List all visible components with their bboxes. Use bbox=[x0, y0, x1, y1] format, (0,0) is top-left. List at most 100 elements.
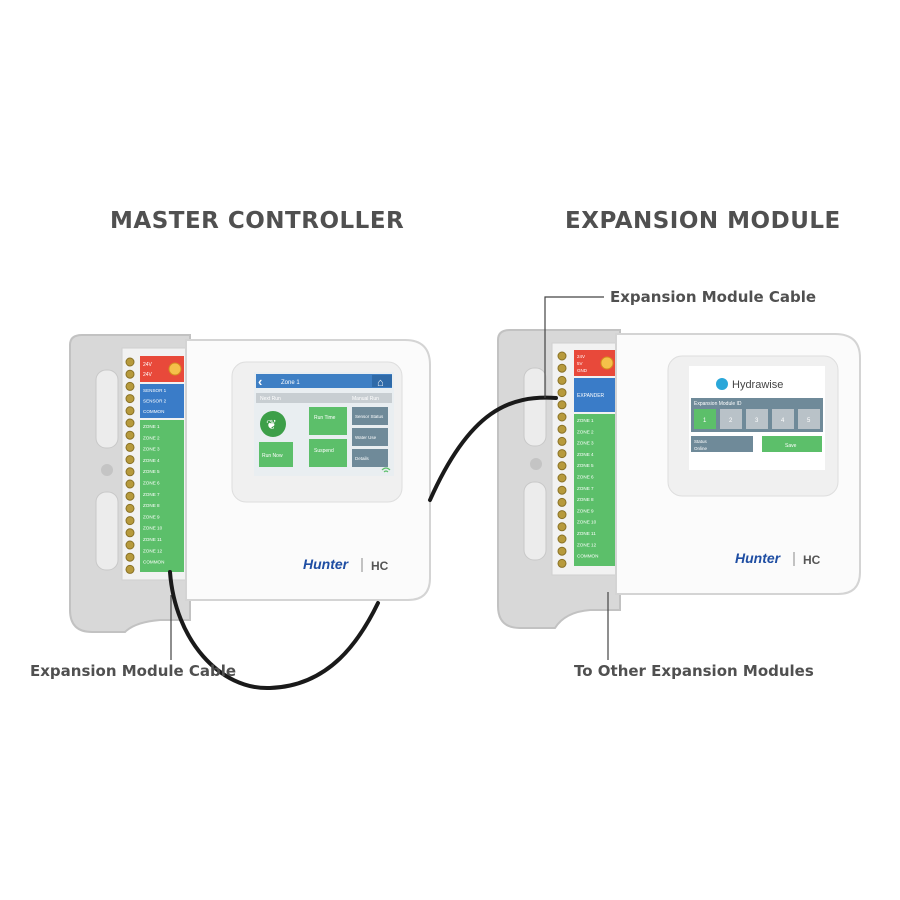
terminal-label: ZONE 11 bbox=[577, 531, 596, 536]
terminal-screw bbox=[557, 473, 567, 483]
terminal-label: ZONE 10 bbox=[577, 520, 597, 525]
expansion-id-cell[interactable] bbox=[746, 409, 768, 429]
terminal-screw bbox=[557, 510, 567, 520]
master-terminal-blue bbox=[140, 384, 184, 418]
terminal-label: ZONE 9 bbox=[577, 508, 594, 513]
master-controller-heading: MASTER CONTROLLER bbox=[110, 208, 405, 234]
terminal-screw bbox=[125, 455, 135, 465]
terminal-screw bbox=[125, 564, 135, 574]
terminal-label: ZONE 7 bbox=[143, 492, 160, 497]
master-screen-home-icon[interactable]: ⌂ bbox=[377, 377, 384, 389]
expansion-screen-row-label: Expansion Module ID bbox=[694, 401, 742, 407]
terminal-label: ZONE 12 bbox=[577, 542, 597, 547]
master-screen-wifi-icon bbox=[381, 467, 391, 473]
master-housing-slot-bottom bbox=[95, 491, 119, 571]
master-housing-slot-top bbox=[95, 369, 119, 449]
expansion-status-label: Status bbox=[694, 439, 708, 444]
expansion-save-button[interactable] bbox=[762, 436, 822, 452]
expansion-id-cell[interactable] bbox=[694, 409, 716, 429]
master-top-label-2: 24V bbox=[143, 372, 153, 378]
master-screen-details-label: Details bbox=[355, 456, 370, 461]
terminal-screw bbox=[125, 357, 135, 367]
expansion-housing-slot-top bbox=[523, 367, 547, 447]
terminal-screw bbox=[125, 516, 135, 526]
terminal-label: COMMON bbox=[143, 409, 164, 414]
master-screen-run-time-label: Run Time bbox=[314, 415, 336, 421]
master-screen-leaf-button[interactable] bbox=[260, 411, 286, 437]
terminal-label: SENSOR 2 bbox=[143, 399, 167, 404]
terminal-screw bbox=[557, 558, 567, 568]
master-expansion-cable bbox=[168, 570, 380, 691]
master-screen-run-now-button[interactable] bbox=[259, 442, 293, 467]
expansion-id-cell-label: 2 bbox=[729, 418, 733, 424]
terminal-label: ZONE 4 bbox=[577, 452, 594, 457]
master-housing-screw bbox=[101, 464, 113, 476]
terminal-label: ZONE 6 bbox=[577, 475, 594, 480]
hydrawise-drop-icon bbox=[716, 378, 728, 390]
terminal-label: ZONE 11 bbox=[143, 537, 162, 542]
master-screen-run-time-button[interactable] bbox=[309, 407, 347, 435]
terminal-screw bbox=[557, 497, 567, 507]
expansion-housing-slot-bottom bbox=[523, 481, 547, 561]
terminal-screw bbox=[125, 503, 135, 513]
master-screen-row bbox=[256, 393, 392, 403]
terminal-screw bbox=[557, 534, 567, 544]
terminal-label: ZONE 5 bbox=[577, 463, 594, 468]
terminal-label: SENSOR 1 bbox=[143, 388, 167, 393]
master-top-label-1: 24V bbox=[143, 362, 153, 368]
terminal-label: ZONE 5 bbox=[143, 469, 160, 474]
expansion-terminal-screws bbox=[557, 351, 567, 568]
expansion-id-cell[interactable] bbox=[798, 409, 820, 429]
expansion-top-label-2: 5V bbox=[577, 361, 583, 366]
callout-expansion-cable-bottom: Expansion Module Cable bbox=[30, 662, 237, 680]
master-terminal-screws bbox=[125, 357, 135, 574]
expansion-terminal-blue bbox=[574, 378, 618, 412]
master-screen-water-label: Water Use bbox=[355, 435, 377, 440]
master-terminal-green bbox=[140, 420, 184, 572]
expansion-module-heading: EXPANSION MODULE bbox=[565, 208, 841, 234]
master-screen-sensor-label: Sensor Status bbox=[355, 414, 384, 419]
terminal-screw bbox=[125, 430, 135, 440]
expansion-id-cell-label: 4 bbox=[781, 418, 785, 424]
terminal-screw bbox=[125, 418, 135, 428]
terminal-screw bbox=[557, 388, 567, 398]
expansion-status-box bbox=[691, 436, 753, 452]
master-screen-back-icon[interactable]: ‹ bbox=[258, 374, 262, 389]
expansion-id-cell[interactable] bbox=[720, 409, 742, 429]
expansion-housing-screw bbox=[530, 458, 542, 470]
master-screen-sensor-button[interactable] bbox=[352, 407, 388, 425]
terminal-screw bbox=[557, 412, 567, 422]
terminal-label: ZONE 8 bbox=[577, 497, 594, 502]
callout-line-top bbox=[544, 296, 604, 398]
terminal-label: ZONE 7 bbox=[577, 486, 594, 491]
terminal-label: ZONE 12 bbox=[143, 548, 163, 553]
terminal-screw bbox=[557, 449, 567, 459]
master-screen-row-left: Next Run bbox=[260, 396, 281, 402]
callout-expansion-cable-top: Expansion Module Cable bbox=[610, 288, 817, 306]
terminal-screw bbox=[125, 406, 135, 416]
master-screen-suspend-button[interactable] bbox=[309, 439, 347, 467]
expansion-id-cell[interactable] bbox=[772, 409, 794, 429]
callout-other-modules: To Other Expansion Modules bbox=[574, 662, 814, 680]
expansion-status-value: Online bbox=[694, 446, 708, 451]
terminal-label: ZONE 4 bbox=[143, 458, 160, 463]
master-brand-logo: Hunter bbox=[303, 556, 350, 572]
expansion-brand-logo: Hunter bbox=[735, 550, 782, 566]
master-screen-details-button[interactable] bbox=[352, 449, 388, 467]
expansion-expander-label: EXPANDER bbox=[577, 393, 605, 399]
terminal-screw bbox=[125, 491, 135, 501]
master-screen-leaf-icon: ❦ bbox=[266, 417, 277, 432]
terminal-screw bbox=[557, 351, 567, 361]
master-screen-suspend-label: Suspend bbox=[314, 448, 334, 454]
terminal-label: COMMON bbox=[143, 560, 164, 565]
terminal-screw bbox=[125, 442, 135, 452]
terminal-screw bbox=[557, 522, 567, 532]
terminal-label: ZONE 9 bbox=[143, 514, 160, 519]
terminal-screw bbox=[557, 424, 567, 434]
master-screen-water-button[interactable] bbox=[352, 428, 388, 446]
terminal-label: COMMON bbox=[577, 554, 598, 559]
master-screen-home-button[interactable] bbox=[372, 375, 392, 387]
